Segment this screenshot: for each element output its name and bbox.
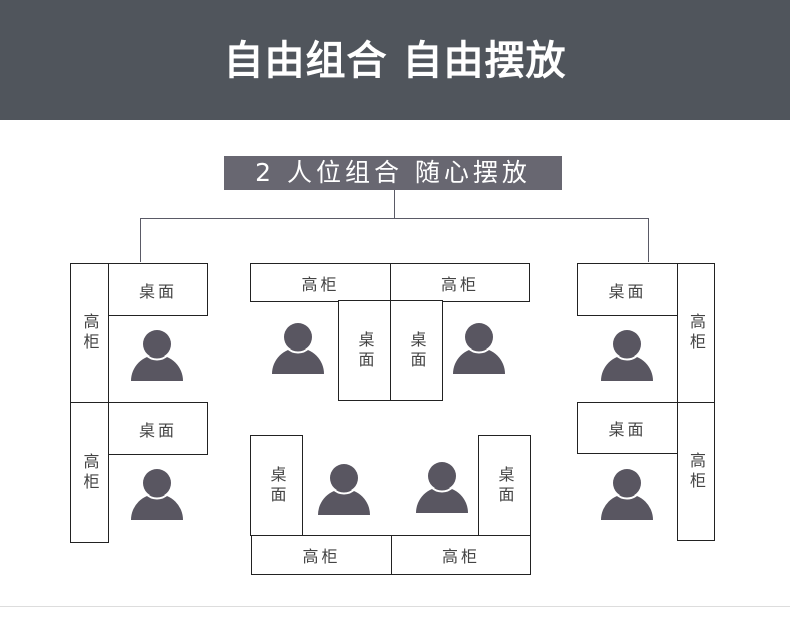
subtitle-bar: 2 人位组合 随心摆放 [224,156,562,190]
cabinet: 高柜 [70,402,109,543]
person-icon [601,468,653,520]
cabinet: 高柜 [250,263,391,302]
connector-line [140,218,649,219]
desk: 桌面 [478,435,531,536]
desk: 桌面 [250,435,303,536]
cabinet: 高柜 [391,535,531,575]
divider [0,606,790,607]
person-icon [272,322,324,374]
cabinet: 高柜 [70,263,109,403]
cabinet: 高柜 [390,263,530,302]
connector-line [140,218,141,262]
connector-line [648,218,649,262]
desk: 桌面 [577,402,678,454]
cabinet: 高柜 [251,535,392,575]
header-banner: 自由组合 自由摆放 [0,0,790,120]
person-icon [453,322,505,374]
cabinet: 高柜 [677,263,715,403]
person-icon [416,461,468,513]
cabinet: 高柜 [677,402,715,541]
desk: 桌面 [390,300,443,401]
person-icon [131,329,183,381]
desk: 桌面 [108,263,208,316]
desk: 桌面 [108,402,208,455]
page-title: 自由组合 自由摆放 [223,38,567,84]
person-icon [318,463,370,515]
person-icon [131,468,183,520]
person-icon [601,329,653,381]
desk: 桌面 [338,300,391,401]
desk: 桌面 [577,263,678,316]
connector-line [394,190,395,218]
